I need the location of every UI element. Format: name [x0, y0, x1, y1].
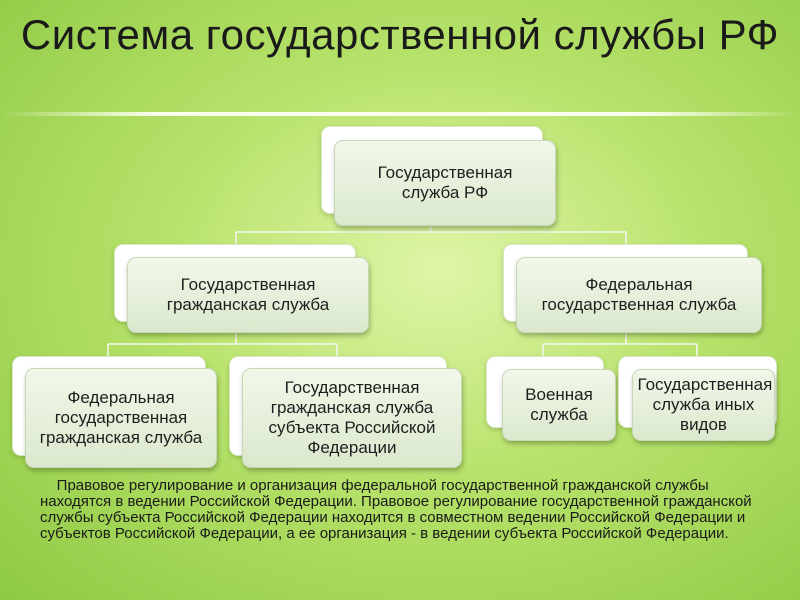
legal-note: Правовое регулирование и организация фед… — [40, 477, 756, 542]
node-military-service-label: Военная служба — [525, 385, 593, 424]
node-root-label: Государственная служба РФ — [377, 163, 513, 202]
node-other-service-label: Государственная служба иных видов — [637, 375, 773, 434]
connector-root — [235, 226, 627, 244]
page-title: Система государственной службы РФ — [20, 11, 780, 58]
node-subject-civil-service-label: Государственная гражданская служба субъе… — [268, 378, 436, 457]
node-civil-service-label: Государственная гражданская служба — [166, 275, 330, 314]
connector-federal — [542, 333, 698, 356]
node-federal-service-label: Федеральная государственная служба — [541, 275, 737, 314]
connector-civil — [107, 333, 338, 356]
node-federal-civil-service-label: Федеральная государственная гражданская … — [39, 388, 203, 447]
title-underline — [0, 112, 800, 116]
